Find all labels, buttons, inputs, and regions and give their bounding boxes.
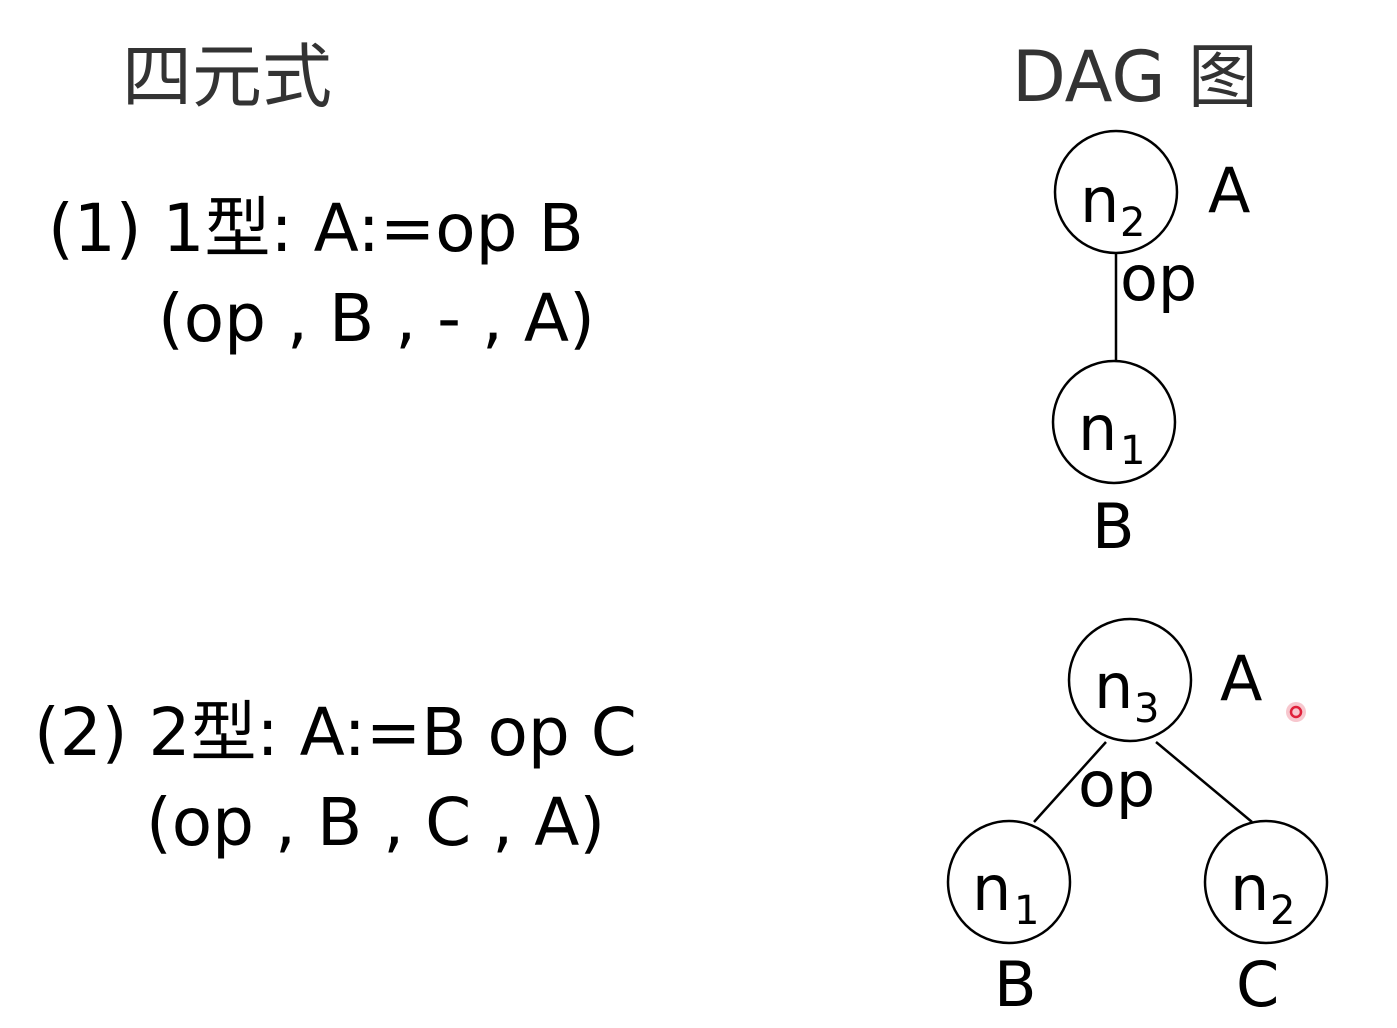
dag-1-top-node-name: n [1080, 164, 1119, 237]
dag-1-top-node-var: A [1208, 154, 1250, 227]
dag-2-left-node [946, 819, 1072, 945]
dag-2-top-node-name: n [1094, 650, 1133, 723]
dag-2-top-node [1067, 617, 1193, 743]
dag-2-edge-label: op [1078, 748, 1155, 821]
dag-1-bottom-node-name: n [1078, 392, 1117, 465]
dag-1-bottom-node-sub: 1 [1120, 428, 1145, 474]
dag-1-edge-label: op [1120, 242, 1197, 315]
dag-2-left-node-name: n [972, 852, 1011, 925]
dag-2: n 3 A op n 1 B n 2 C [946, 617, 1329, 1021]
dag-2-right-node-var: C [1236, 948, 1279, 1021]
dag-2-top-node-var: A [1220, 642, 1262, 715]
rule-1-quadruple: (op , B , - , A) [158, 280, 595, 357]
dag-1: n 2 A op n 1 B [1051, 129, 1250, 563]
dag-1-top-node-sub: 2 [1120, 200, 1145, 246]
quadruple-heading: 四元式 [122, 36, 332, 118]
rule-2-quadruple: (op , B , C , A) [146, 784, 606, 861]
dag-2-left-node-var: B [994, 948, 1037, 1021]
rule-1-label: (1) 1型: A:=op B [48, 190, 584, 267]
dag-2-right-node [1203, 819, 1329, 945]
dag-2-left-node-sub: 1 [1014, 888, 1039, 934]
dag-1-bottom-node [1051, 359, 1177, 485]
dag-2-right-node-sub: 2 [1270, 888, 1295, 934]
cursor-indicator-icon [1286, 702, 1306, 722]
dag-2-left-edge [1033, 741, 1107, 823]
dag-heading: DAG 图 [1012, 36, 1258, 118]
rule-2-label: (2) 2型: A:=B op C [34, 694, 637, 771]
dag-2-right-node-name: n [1230, 852, 1269, 925]
dag-2-right-edge [1155, 741, 1253, 823]
dag-2-top-node-sub: 3 [1134, 686, 1159, 732]
dag-1-bottom-node-var: B [1092, 490, 1135, 563]
dag-1-top-node [1053, 129, 1179, 255]
